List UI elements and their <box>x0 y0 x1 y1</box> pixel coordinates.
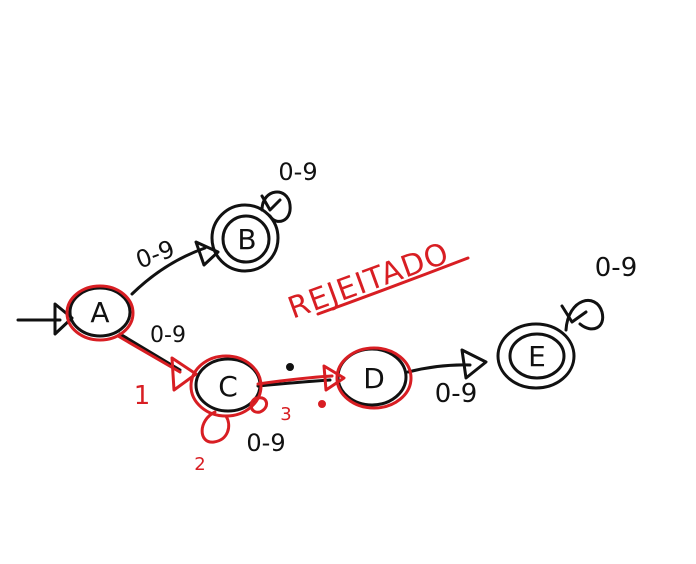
trace-step-2: 2 <box>194 454 205 475</box>
state-a <box>68 286 132 338</box>
edge-a-b-label: 0-9 <box>132 235 178 275</box>
result-underline <box>316 256 470 316</box>
loop-e-arrowhead <box>560 304 588 324</box>
edge-c-d-dot-mark <box>286 363 294 371</box>
edge-d-e-arrowhead <box>460 348 488 380</box>
trace-step-3: 3 <box>280 404 291 425</box>
state-d-highlight <box>335 346 413 410</box>
edge-a-c <box>118 332 182 372</box>
trace-edge-a-c <box>116 334 182 374</box>
state-a-highlight <box>65 284 135 342</box>
state-c-label: C <box>218 370 238 403</box>
trace-dot-mark <box>318 400 326 408</box>
state-b-inner <box>221 214 271 264</box>
state-e-inner <box>508 332 566 380</box>
trace-mark-c <box>249 396 268 414</box>
trace-step-1: 1 <box>134 381 151 411</box>
loop-c-label: 0-9 <box>246 429 285 457</box>
loop-b-label: 0-9 <box>278 158 317 186</box>
edge-a-c-label: 0-9 <box>150 323 186 348</box>
state-a-label: A <box>90 296 109 329</box>
loop-e-label: 0-9 <box>595 253 637 283</box>
state-d-label: D <box>363 362 385 395</box>
edge-a-b-arrowhead <box>194 240 220 267</box>
loop-b-arrowhead <box>260 194 282 212</box>
edge-d-e-label: 0-9 <box>435 379 477 409</box>
state-b-label: B <box>237 223 256 256</box>
edge-d-e <box>406 363 472 374</box>
edge-a-b <box>130 246 207 296</box>
loop-e <box>564 298 605 332</box>
state-e-outer <box>496 322 576 390</box>
trace-edge-c-d-arrowhead <box>322 364 346 392</box>
loop-b <box>260 190 292 223</box>
trace-edge-a-c-arrowhead <box>170 356 198 392</box>
state-e-label: E <box>528 340 546 373</box>
result-label: REJEITADO <box>284 236 454 327</box>
trace-loop-c <box>200 410 231 444</box>
start-arrowhead <box>53 302 74 336</box>
state-b-outer <box>210 203 280 273</box>
